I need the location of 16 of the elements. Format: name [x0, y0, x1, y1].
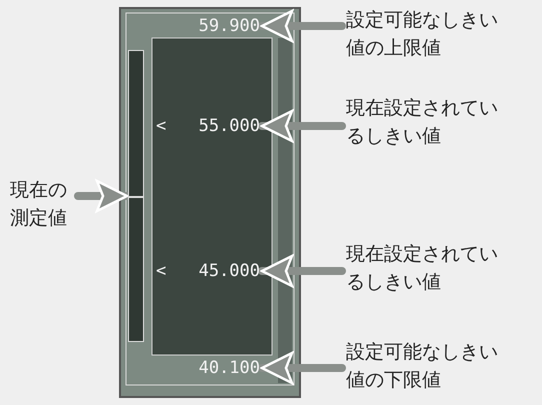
level-bar [128, 50, 144, 342]
reading-value: 59.900 [190, 16, 260, 36]
reading-value: 55.000 [186, 116, 260, 136]
block-arrow [258, 10, 346, 42]
callout-text: 現在設定されているしきい値 [346, 94, 514, 150]
pointer-mark: < [156, 261, 166, 281]
block-arrow [258, 110, 346, 142]
callout-text: 現在設定されているしきい値 [346, 240, 514, 296]
callout-text: 現在の測定値 [10, 176, 74, 232]
reading-value: 45.000 [186, 261, 260, 281]
pointer-mark: < [156, 116, 166, 136]
block-arrow [258, 352, 346, 384]
callout-text: 設定可能なしきい値の上限値 [346, 6, 514, 62]
block-arrow [258, 254, 346, 288]
callout-text: 設定可能なしきい値の下限値 [346, 338, 514, 394]
reading-value: 40.100 [190, 358, 260, 378]
